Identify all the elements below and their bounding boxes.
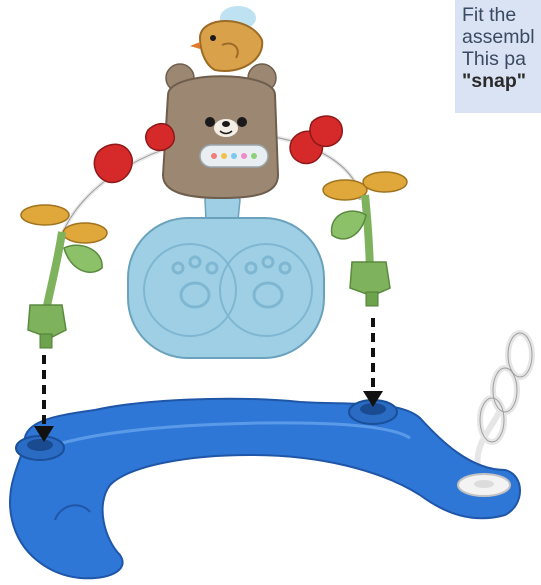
down-arrow-left (34, 355, 54, 442)
bead-rattle (200, 145, 268, 167)
paw-print-panel (128, 193, 324, 359)
blue-base (10, 399, 520, 579)
bear-head (163, 64, 278, 198)
right-flower-stem (323, 172, 407, 306)
down-arrow-right (363, 318, 383, 407)
bird-topper (190, 6, 262, 71)
